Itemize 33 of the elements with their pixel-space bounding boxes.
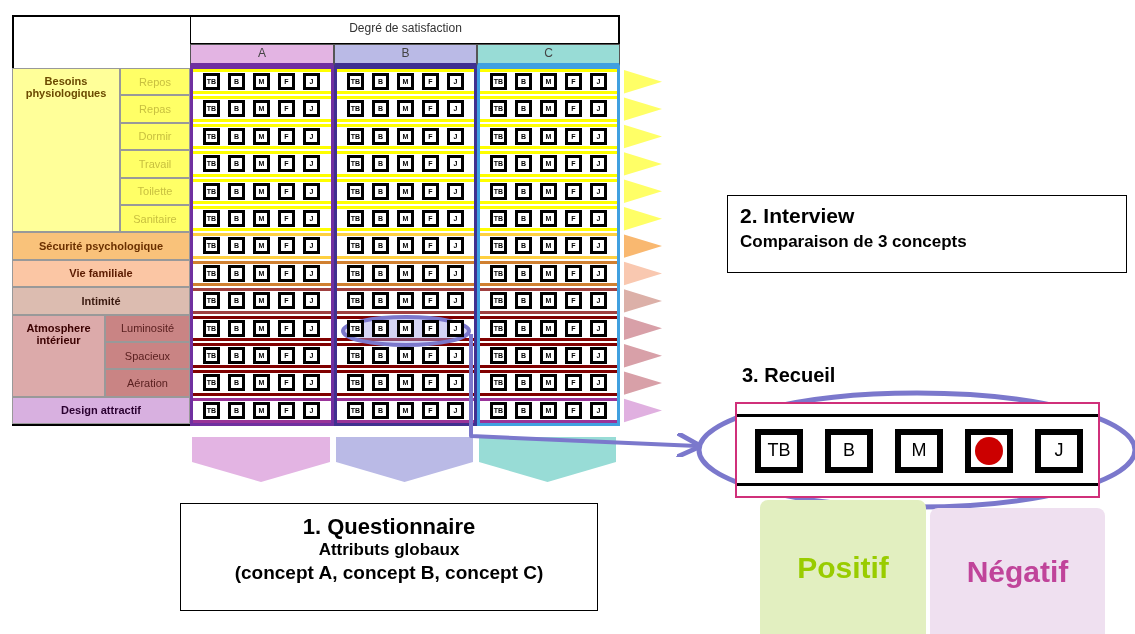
row-label: Repas <box>120 95 190 123</box>
box-heading: 1. Questionnaire <box>301 514 477 540</box>
text-box <box>180 503 598 611</box>
row-label: Atmosphere intérieur <box>12 314 105 397</box>
category-panel: Positif <box>760 500 926 634</box>
highlight-ellipse <box>340 314 472 348</box>
box-text: (concept A, concept B, concept C) <box>233 562 545 584</box>
row-label: Design attractif <box>12 396 190 425</box>
checkbox: B <box>825 429 873 473</box>
section-heading: 3. Recueil <box>742 364 837 388</box>
checkbox: J <box>1035 429 1083 473</box>
row-label: Repos <box>120 68 190 96</box>
row-label: Dormir <box>120 122 190 151</box>
row-label: Spacieux <box>105 342 190 370</box>
row-label: Sécurité psychologique <box>12 232 190 260</box>
row-label: Sanitaire <box>120 205 190 233</box>
checkbox: M <box>895 429 943 473</box>
box-text: Comparaison de 3 concepts <box>740 232 968 252</box>
column-header: A <box>190 44 334 66</box>
row-label: Luminosité <box>105 314 190 342</box>
box-heading: 2. Interview <box>740 204 856 228</box>
row-label: Besoins physiologiques <box>12 68 120 233</box>
row-label: Aération <box>105 369 190 397</box>
checkbox: TB <box>755 429 803 473</box>
row-label: Vie familiale <box>12 259 190 288</box>
row-label: Intimité <box>12 287 190 315</box>
box-text: Attributs globaux <box>317 540 461 560</box>
row-label: Travail <box>120 150 190 178</box>
category-panel: Négatif <box>930 508 1105 634</box>
column-header: C <box>477 44 620 66</box>
column-header: B <box>334 44 477 66</box>
row-label: Toilette <box>120 177 190 205</box>
text-box <box>727 195 1127 273</box>
